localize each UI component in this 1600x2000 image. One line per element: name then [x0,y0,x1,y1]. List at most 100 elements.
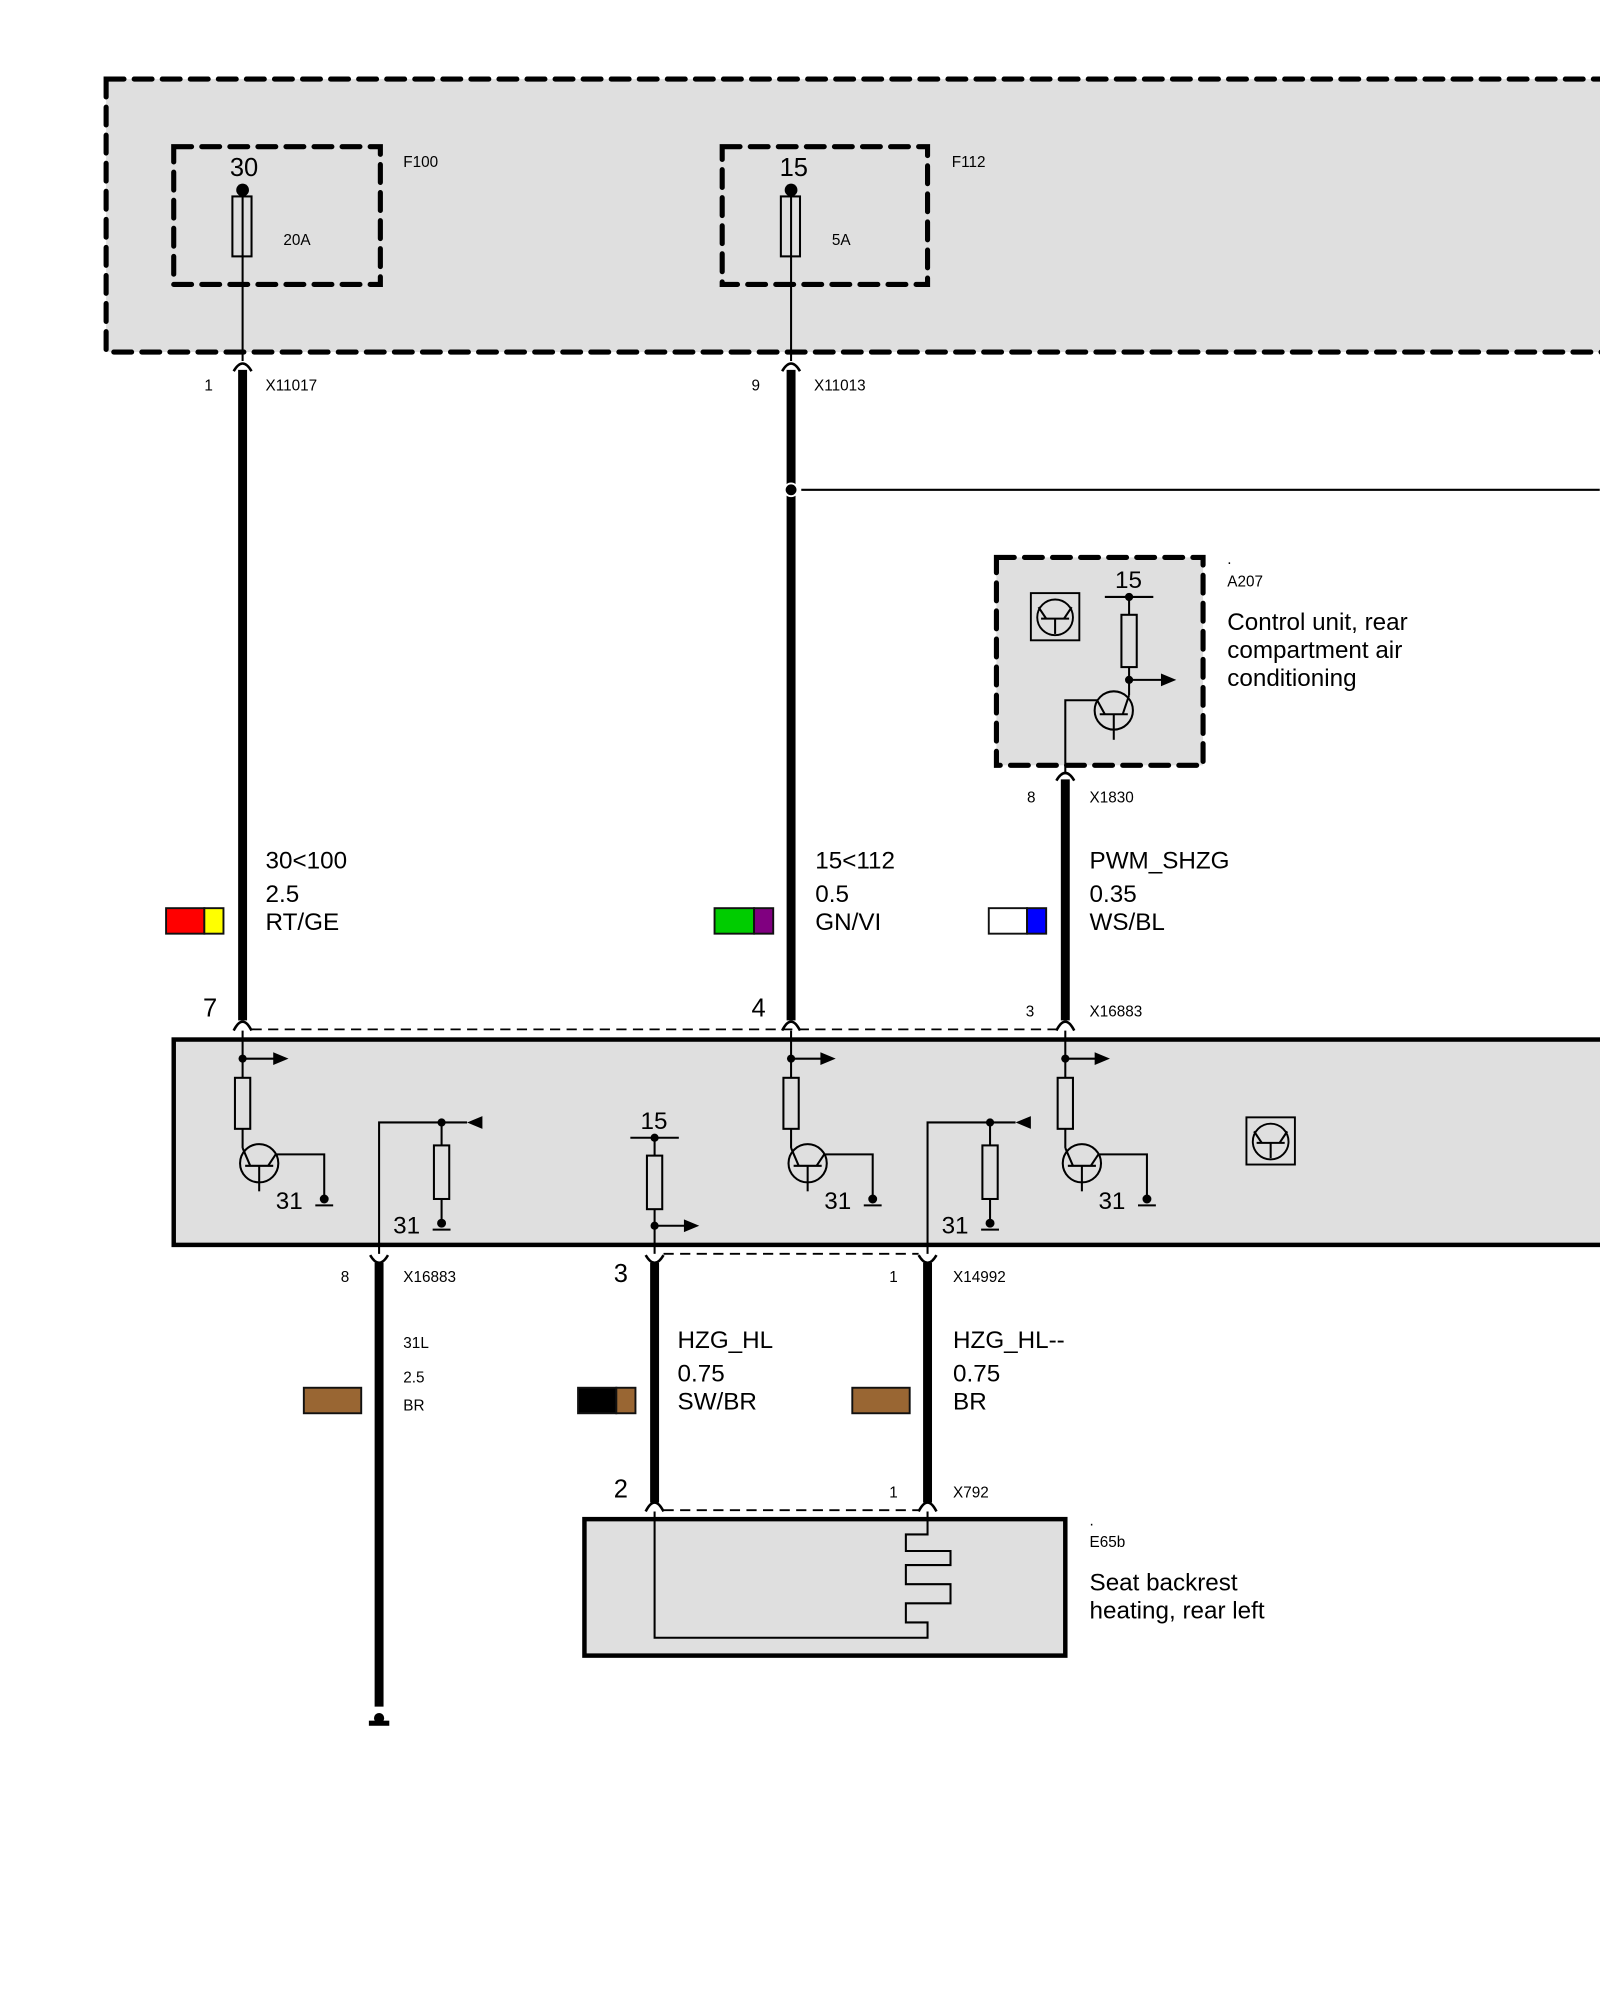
wire-signal: 15<112 [815,848,895,875]
pin-label: 1 [889,1484,898,1501]
color-swatch-gn [713,907,756,935]
ground-icon [868,1194,878,1204]
ground-icon [1142,1194,1152,1204]
pin-label: 8 [341,1269,350,1286]
connector-pin-icon [232,1020,253,1032]
supply-label: 15 [641,1108,668,1135]
wire-color: WS/BL [1090,909,1165,936]
wire-30-100[interactable] [232,362,253,1021]
ground-icon [319,1194,329,1204]
fuse-f100-rating: 20A [283,232,311,249]
connector-socket-icon [781,362,802,372]
pin-label: 1 [204,377,213,394]
color-swatch-bl [1026,907,1048,935]
color-swatch-ws [987,907,1028,935]
wire-signal: 30<100 [266,848,348,875]
a207-id: A207 [1227,574,1263,591]
wire-hzg-hl[interactable] [644,1254,665,1503]
color-swatch-vi [753,907,775,935]
e65b-name-line2: heating, rear left [1090,1598,1265,1625]
ground-icon [985,1218,995,1228]
input-arrow-icon [1015,1116,1031,1129]
fuse-f112[interactable]: 15 5A F112 [719,144,986,361]
a207-supply-label: 15 [1115,567,1142,594]
connector-plug-icon [644,1254,665,1265]
pin-label: 2 [614,1475,628,1503]
heater-return-stage: 31 [926,1116,1031,1254]
wire-color: RT/GE [266,909,340,936]
wire-signal: HZG_HL [678,1327,774,1354]
main-control-module[interactable]: 31 31 15 [171,1030,1600,1254]
pin-label: 4 [752,995,766,1023]
connector-socket-icon [232,362,253,372]
connector-x792: X792 [953,1484,989,1501]
fuse-f100-terminal: 30 [230,154,258,182]
ground-terminal-icon [368,1713,390,1726]
wire-gauge: 2.5 [266,881,300,908]
color-swatch-br [851,1386,911,1415]
connector-plug-icon [369,1254,390,1265]
wire-31l[interactable] [368,1254,390,1726]
output-arrow-icon [1094,1052,1110,1066]
ground-label: 31 [393,1212,420,1239]
fuse-f112-id: F112 [952,154,986,171]
fuse-f112-terminal: 15 [780,154,808,182]
transistor-icon [1093,690,1134,740]
a207-dot: . [1227,551,1231,568]
pin-label: 3 [1026,1004,1035,1021]
a207-name-line2: compartment air [1227,637,1402,664]
e65b-id: E65b [1090,1534,1126,1551]
fuse-carrier: 30 20A F100 15 5A F112 [103,76,1600,361]
heating-element-icon [653,1511,952,1639]
module-a207[interactable]: 15 [993,554,1206,775]
input-stage-3: 31 [1056,1030,1156,1215]
connector-pin-icon [781,1020,802,1032]
wire-signal: HZG_HL-- [953,1327,1065,1354]
branch-wire-15[interactable] [783,482,1600,498]
ground-label: 31 [824,1188,851,1215]
wire-color: SW/BR [678,1388,757,1415]
wire-label-hzg-hl-return: HZG_HL-- 0.75 BR [851,1327,1065,1415]
pin-label: 1 [889,1269,898,1286]
input-stage-2: 31 [782,1030,882,1215]
color-swatch-rt [165,907,206,935]
wire-label-hzg-hl: HZG_HL 0.75 SW/BR [577,1327,774,1415]
output-arrow-icon [273,1052,289,1066]
wire-signal: PWM_SHZG [1090,848,1230,875]
wire-15-112[interactable] [781,362,802,1021]
connector-x16883-top: X16883 [1090,1004,1143,1021]
connector-x11013: X11013 [814,377,866,394]
color-swatch-sw [577,1386,618,1415]
color-swatch-br [302,1386,363,1415]
connector-pin-icon [917,1501,938,1513]
output-arrow-icon [820,1052,836,1066]
wire-pwm-shzg[interactable] [1055,771,1076,1021]
output-arrow-icon [1160,673,1177,687]
pin-label: 9 [752,377,761,394]
connector-socket-icon [1055,771,1076,782]
wire-hzg-hl-return[interactable] [917,1254,938,1503]
ground-label: 31 [276,1188,303,1215]
wire-label-31l: 31L 2.5 BR [302,1335,429,1415]
ground-stage: 31 [378,1116,483,1254]
connector-x11017: X11017 [266,377,318,394]
connector-plug-icon [917,1254,938,1265]
ground-icon [437,1218,447,1228]
color-swatch-br [615,1386,637,1415]
a207-name-line3: conditioning [1227,665,1356,692]
heater-output-stage: 15 [630,1108,700,1254]
wire-signal: 31L [403,1335,429,1352]
e65b-name-line1: Seat backrest [1090,1570,1238,1597]
e65b-dot: . [1090,1513,1094,1530]
pin-label: 3 [614,1260,628,1288]
fuse-f100[interactable]: 30 20A F100 [171,144,438,361]
wire-gauge: 2.5 [403,1370,424,1387]
seat-heater-e65b[interactable] [582,1511,1068,1658]
color-swatch-ge [203,907,225,935]
output-arrow-icon [683,1219,700,1233]
wire-gauge: 0.75 [678,1360,725,1387]
fuse-f112-rating: 5A [832,232,852,249]
wire-gauge: 0.5 [815,881,849,908]
ground-label: 31 [942,1212,969,1239]
pin-label: 7 [203,995,217,1023]
